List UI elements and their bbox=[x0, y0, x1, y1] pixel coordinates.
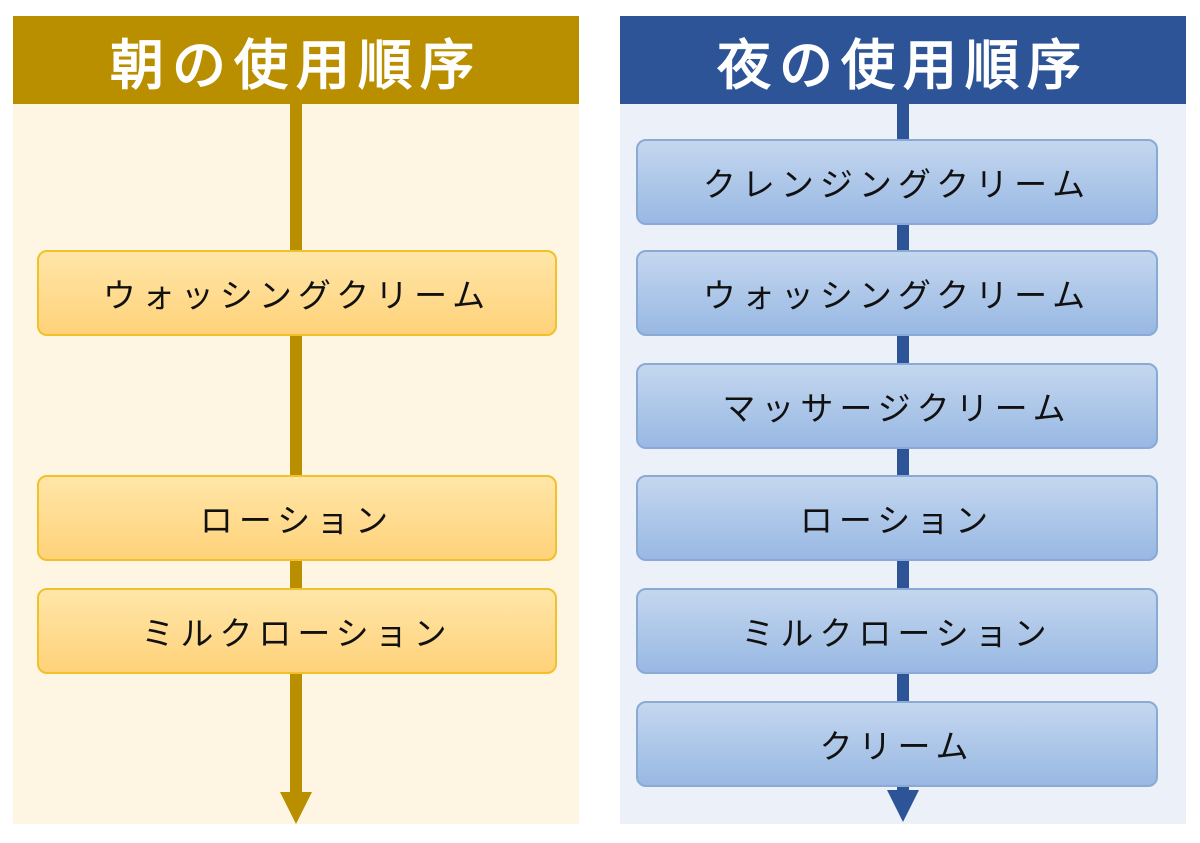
morning-flow-arrowhead bbox=[280, 792, 312, 824]
morning-title: 朝の使用順序 bbox=[13, 16, 579, 104]
night-step-3: マッサージクリーム bbox=[636, 363, 1158, 449]
night-title: 夜の使用順序 bbox=[620, 16, 1186, 104]
morning-flow-line bbox=[290, 104, 302, 794]
night-step-5: ミルクローション bbox=[636, 588, 1158, 674]
morning-panel: 朝の使用順序 ウォッシングクリーム ローション ミルクローション bbox=[13, 16, 579, 824]
night-panel: 夜の使用順序 クレンジングクリーム ウォッシングクリーム マッサージクリーム ロ… bbox=[620, 16, 1186, 824]
morning-step-2: ローション bbox=[37, 475, 557, 561]
night-flow-arrowhead bbox=[887, 790, 919, 822]
night-step-6: クリーム bbox=[636, 701, 1158, 787]
night-step-4: ローション bbox=[636, 475, 1158, 561]
morning-step-1: ウォッシングクリーム bbox=[37, 250, 557, 336]
morning-step-3: ミルクローション bbox=[37, 588, 557, 674]
night-step-2: ウォッシングクリーム bbox=[636, 250, 1158, 336]
night-step-1: クレンジングクリーム bbox=[636, 139, 1158, 225]
